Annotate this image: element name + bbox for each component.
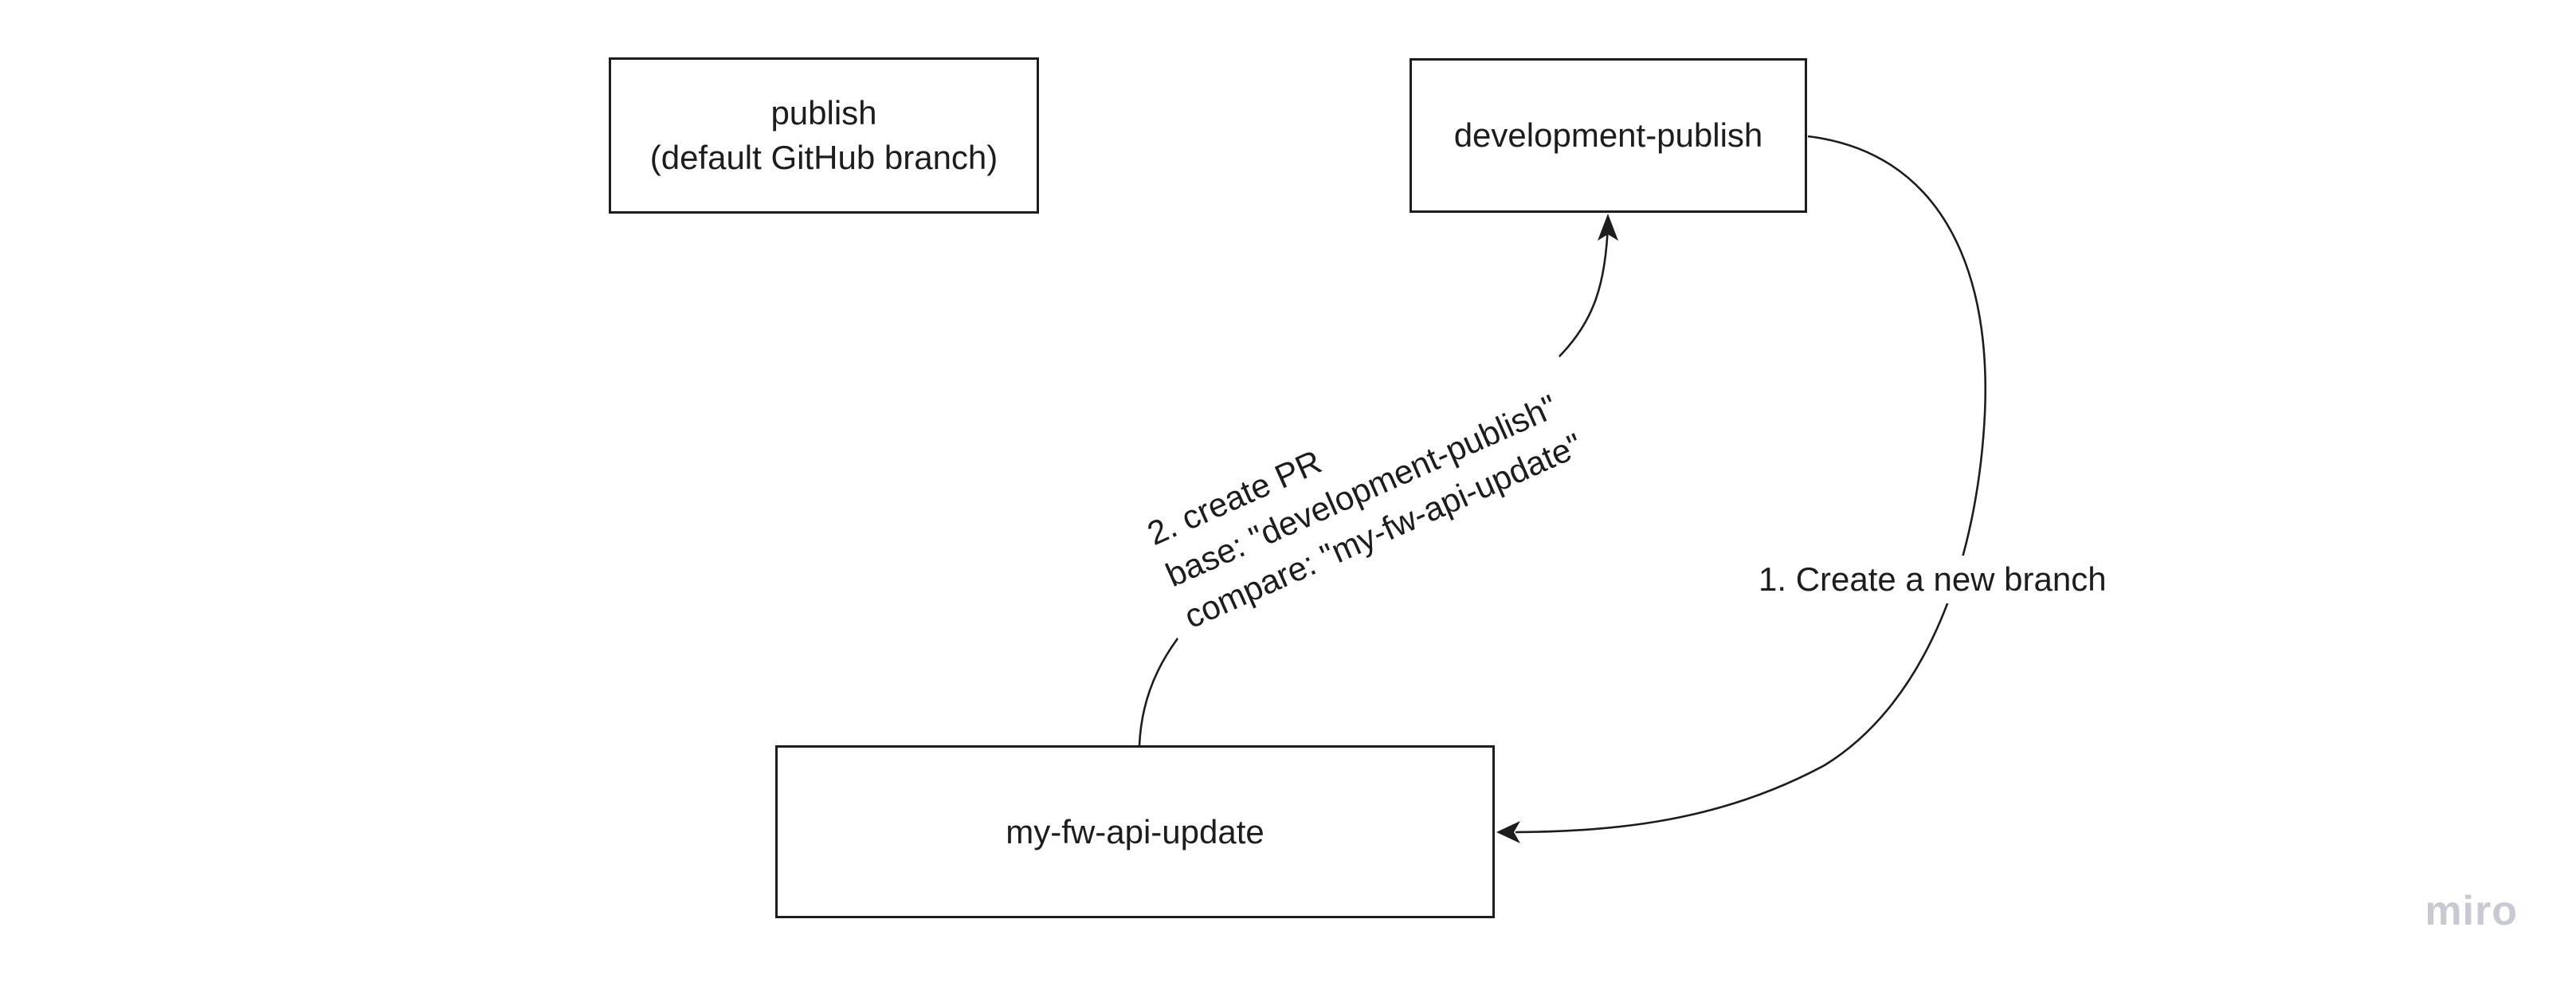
shape-my-fw-api-update-label: my-fw-api-update: [1006, 812, 1264, 850]
miro-watermark-logo[interactable]: miro: [2425, 888, 2518, 934]
shape-my-fw-api-update[interactable]: my-fw-api-update: [775, 745, 1495, 918]
arrowhead-up-icon: [1598, 214, 1618, 241]
connector-label-create-branch[interactable]: 1. Create a new branch: [1747, 556, 2118, 603]
connector-create-branch[interactable]: [1515, 135, 1987, 834]
shape-publish-label-line1: publish: [770, 94, 877, 132]
shape-development-publish-label: development-publish: [1453, 116, 1763, 154]
arrowhead-left-icon: [1496, 821, 1520, 843]
shape-publish-default-branch[interactable]: publish (default GitHub branch): [609, 57, 1039, 214]
shape-publish-label-line2: (default GitHub branch): [649, 139, 998, 176]
shape-development-publish[interactable]: development-publish: [1410, 58, 1807, 213]
